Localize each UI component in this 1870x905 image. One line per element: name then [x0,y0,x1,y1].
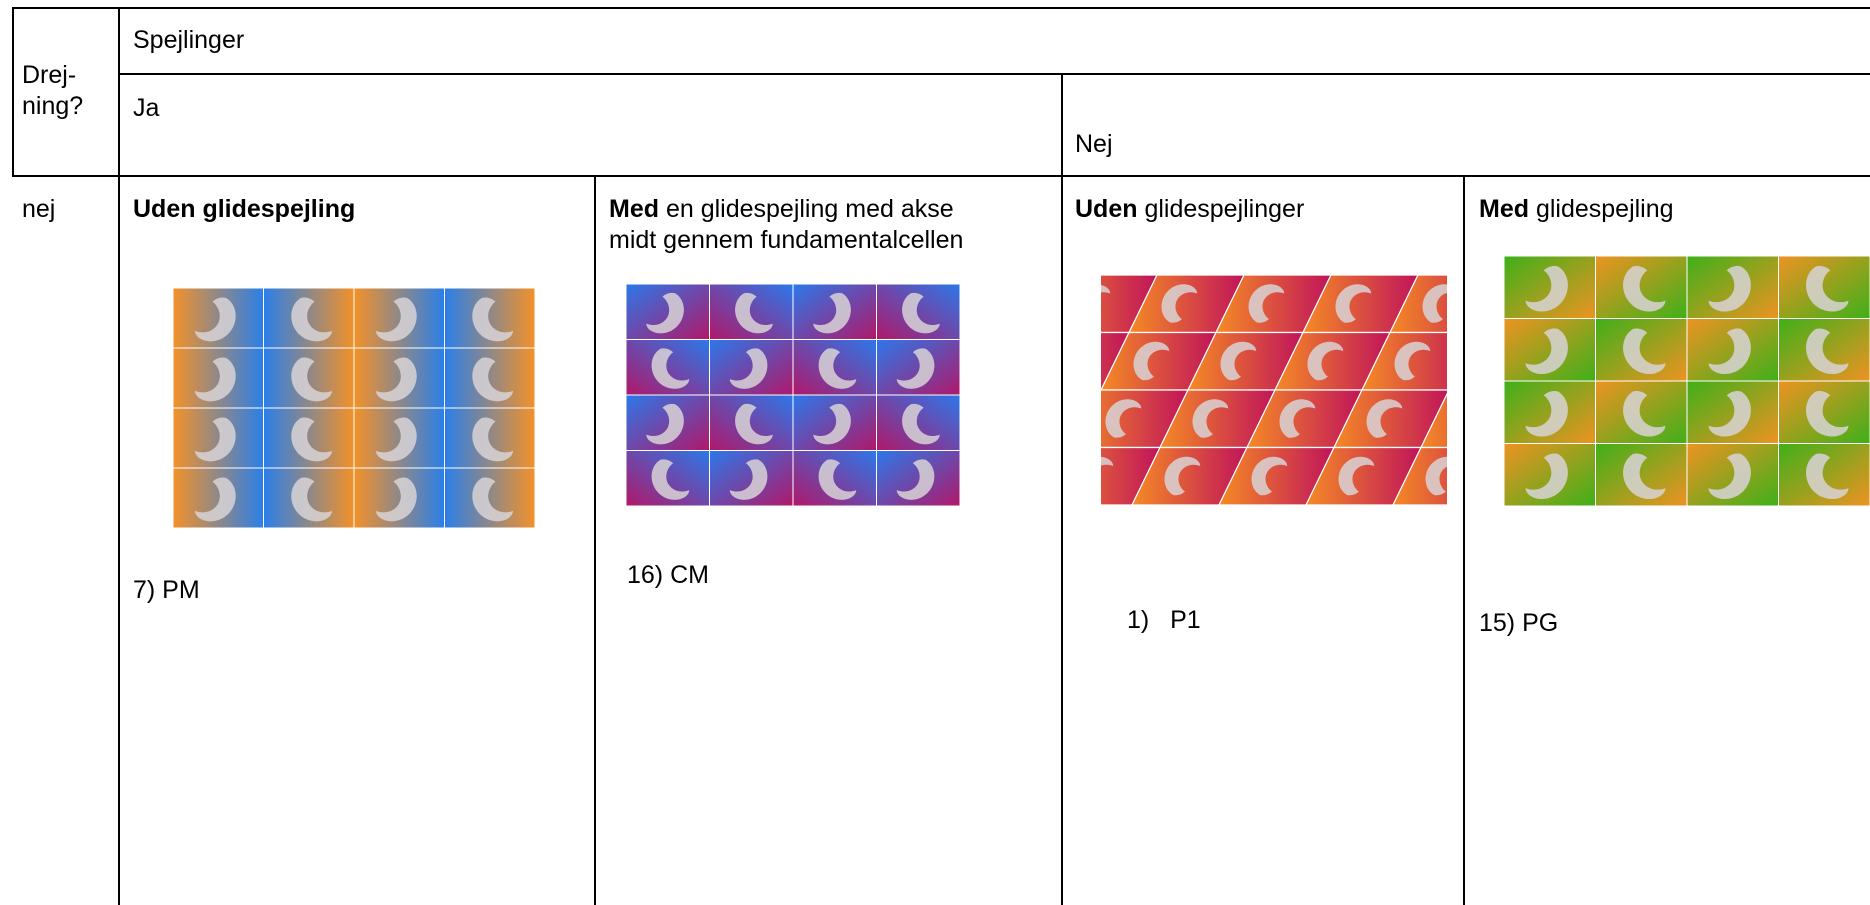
p1-motif [1248,284,1285,323]
pm-motif [376,357,417,402]
cm-motif [729,348,768,389]
drejning-value: nej [22,195,56,223]
cm-title: Med en glidespejling med akse midt genne… [609,195,964,254]
pg-motif [1623,390,1666,437]
p1-motif [1164,456,1201,496]
pm-motif [291,477,332,522]
pg-motif [1806,390,1849,437]
pg-motif [1806,453,1849,500]
pg-motif [1525,390,1568,437]
drejning-column-border [118,7,120,905]
header-divider-spejlinger [119,73,1870,75]
cm-motif [896,459,935,500]
pg-motif [1525,328,1568,375]
pg-motif [1623,328,1666,375]
pg-motif [1623,265,1666,312]
p1-tile [1305,446,1422,505]
p1-motif [1366,399,1403,438]
p1-pattern-image [1101,275,1447,505]
pm-motif [472,357,513,402]
cm-motif [651,459,690,500]
cm-motif [646,403,684,445]
p1-motif [1279,399,1316,438]
pm-motif [376,297,417,342]
cm-motif [735,292,773,334]
p1-motif [1307,341,1344,381]
p1-motif [1338,456,1375,496]
pg-motif [1806,328,1849,375]
cm-motif [813,292,851,334]
pm-motif [472,477,513,522]
p1-motif [1192,399,1229,438]
cm-motif [729,459,768,500]
cm-motif [818,348,857,389]
p1-motif [1422,284,1447,323]
pg-motif [1708,328,1751,375]
p1-motif [1105,399,1142,438]
nej-header: Nej [1075,130,1113,158]
pg-motif [1806,265,1849,312]
p1-motif [1220,341,1257,381]
pm-motif [195,477,236,522]
pm-motif [291,357,332,402]
cm-motif [813,403,851,445]
pm-motif [291,297,332,342]
p1-tile [1131,446,1248,505]
pm-motif [376,477,417,522]
pg-motif [1623,453,1666,500]
pm-title: Uden glidespejling [133,195,356,223]
p1-label: 1) P1 [1127,606,1201,634]
cm-label: 16) CM [627,561,709,589]
header-bottom-border [12,175,1870,177]
cm-motif [646,292,684,334]
pm-cm-divider [594,176,596,905]
p1-tile [1101,446,1161,505]
p1-motif [1161,284,1198,323]
pg-title: Med glidespejling [1479,195,1674,223]
spejlinger-header: Spejlinger [133,26,245,54]
pm-motif [291,417,332,462]
pg-motif [1708,390,1751,437]
pm-tile [353,467,445,528]
pm-pattern-image [173,288,535,528]
pm-label: 7) PM [133,576,200,604]
drejning-header: Drej- ning? [22,61,84,120]
cm-motif [735,403,773,445]
cm-motif [651,348,690,389]
table-left-border [12,7,14,177]
p1-tile [1218,446,1335,505]
p1-motif [1394,341,1431,381]
p1-motif [1425,456,1447,496]
pg-motif [1525,453,1568,500]
p1-title: Uden glidespejlinger [1075,195,1305,223]
pm-motif [195,297,236,342]
ja-header: Ja [133,94,160,122]
pm-motif [472,297,513,342]
pm-motif [472,417,513,462]
p1-tile [1420,392,1447,449]
pg-label: 15) PG [1479,609,1559,637]
cm-motif [902,403,940,445]
p1-motif [1101,284,1111,294]
pm-motif [376,417,417,462]
ja-nej-divider [1061,74,1063,905]
pg-pattern-image [1504,256,1870,506]
pm-motif [195,357,236,402]
pg-motif [1525,265,1568,312]
cm-motif [818,459,857,500]
cm-pattern-image [626,284,960,506]
p1-motif [1251,456,1288,496]
p1-motif [1335,284,1372,323]
cm-motif [902,292,940,334]
p1-motif [1133,341,1170,381]
p1-pg-divider [1463,176,1465,905]
table-top-border [12,7,1870,9]
pg-motif [1708,265,1751,312]
p1-motif [1101,456,1114,467]
cm-motif [896,348,935,389]
pg-motif [1708,453,1751,500]
pm-motif [195,417,236,462]
